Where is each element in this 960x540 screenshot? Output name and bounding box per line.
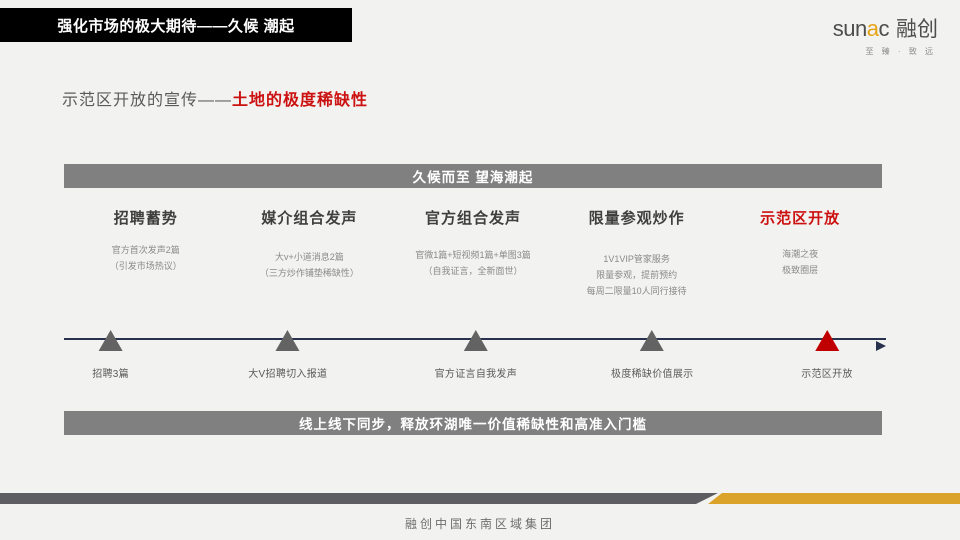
- phase-detail-line: 官方首次发声2篇: [111, 245, 180, 255]
- phase-column-2: 媒介组合发声 大v+小道消息2篇 （三方炒作铺垫稀缺性）: [228, 207, 392, 299]
- phase-column-3: 官方组合发声 官微1篇+短视频1篇+单图3篇 （自我证言，全新面世）: [391, 207, 555, 299]
- phase-heading: 限量参观炒作: [588, 210, 685, 227]
- slide-subtitle: 示范区开放的宣传——土地的极度稀缺性: [62, 86, 368, 110]
- footer-text: 融创中国东南区域集团: [404, 517, 555, 531]
- phase-heading: 招聘蓄势: [113, 210, 178, 227]
- phase-detail: 大v+小道消息2篇 （三方炒作铺垫稀缺性）: [232, 250, 388, 282]
- phase-detail-line: （引发市场热议）: [109, 260, 182, 271]
- phase-detail-line: （三方炒作铺垫稀缺性）: [259, 267, 359, 278]
- phase-detail-line: 每周二限量10人同行接待: [586, 285, 687, 296]
- phase-detail-line: 极致圈层: [782, 264, 819, 275]
- triangle-marker-icon: [463, 330, 488, 351]
- logo-text-sun: sunac: [832, 16, 890, 41]
- timeline-marker-4: 极度稀缺价值展示: [611, 330, 693, 380]
- timeline-marker-3: 官方证言自我发声: [435, 330, 517, 380]
- triangle-marker-icon: [640, 330, 665, 351]
- phase-column-4: 限量参观炒作 1V1VIP管家服务 限量参观，提前预约 每周二限量10人同行接待: [555, 207, 719, 299]
- phase-heading: 官方组合发声: [424, 210, 521, 227]
- brand-logo: sunac 融创 至 臻 · 致 远: [788, 18, 938, 57]
- footer-rule-orange: [708, 493, 960, 504]
- timeline-marker-2: 大V招聘切入报道: [248, 330, 327, 380]
- phase-heading: 示范区开放: [760, 210, 841, 227]
- timeline-marker-1: 招聘3篇: [92, 330, 129, 380]
- phase-detail-line: 海潮之夜: [782, 249, 819, 259]
- triangle-marker-icon-highlight: [814, 330, 839, 351]
- phase-column-5: 示范区开放 海潮之夜 极致圈层: [718, 207, 882, 299]
- footer-rule-gray: [0, 493, 718, 504]
- subtitle-highlight: 土地的极度稀缺性: [232, 92, 369, 109]
- phase-columns: 招聘蓄势 官方首次发声2篇 （引发市场热议） 媒介组合发声 大v+小道消息2篇 …: [64, 207, 882, 299]
- triangle-marker-icon: [98, 330, 123, 351]
- phase-detail-line: 官微1篇+短视频1篇+单图3篇: [415, 250, 531, 260]
- banner-top: 久候而至 望海潮起: [64, 164, 882, 188]
- footer-rule: [0, 493, 960, 504]
- subtitle-prefix: 示范区开放的宣传——: [62, 92, 233, 109]
- phase-detail: 1V1VIP管家服务 限量参观，提前预约 每周二限量10人同行接待: [559, 252, 715, 299]
- timeline-marker-label: 极度稀缺价值展示: [611, 369, 694, 380]
- logo-text-chinese: 融创: [896, 18, 938, 41]
- timeline: 招聘3篇 大V招聘切入报道 官方证言自我发声 极度稀缺价值展示 示范区开放: [64, 330, 896, 400]
- slide-title-bar: 强化市场的极大期待——久候 潮起: [0, 8, 352, 42]
- phase-detail-line: （自我证言，全新面世）: [423, 265, 523, 276]
- timeline-marker-label: 官方证言自我发声: [434, 369, 518, 380]
- logo-tagline: 至 臻 · 致 远: [865, 47, 936, 56]
- phase-detail-line: 大v+小道消息2篇: [275, 252, 344, 262]
- phase-detail-line: 1V1VIP管家服务: [603, 254, 670, 264]
- logo-letter-a: a: [866, 16, 879, 41]
- logo-wordmark: sunac 融创: [788, 16, 938, 41]
- timeline-marker-label: 招聘3篇: [92, 369, 129, 380]
- phase-detail: 官方首次发声2篇 （引发市场热议）: [68, 243, 224, 275]
- phase-detail: 官微1篇+短视频1篇+单图3篇 （自我证言，全新面世）: [395, 248, 551, 280]
- phase-detail: 海潮之夜 极致圈层: [722, 247, 878, 279]
- banner-bottom-label: 线上线下同步，释放环湖唯一价值稀缺性和高准入门槛: [299, 417, 647, 432]
- timeline-marker-label: 示范区开放: [801, 369, 853, 380]
- phase-column-1: 招聘蓄势 官方首次发声2篇 （引发市场热议）: [64, 207, 228, 299]
- page-title: 强化市场的极大期待——久候 潮起: [57, 17, 295, 35]
- timeline-marker-5: 示范区开放: [801, 330, 853, 380]
- timeline-marker-label: 大V招聘切入报道: [248, 369, 328, 380]
- banner-top-label: 久候而至 望海潮起: [412, 170, 534, 185]
- arrow-right-icon: [876, 341, 886, 351]
- phase-detail-line: 限量参观，提前预约: [596, 269, 678, 280]
- triangle-marker-icon: [275, 330, 300, 351]
- phase-heading: 媒介组合发声: [261, 210, 358, 227]
- banner-bottom: 线上线下同步，释放环湖唯一价值稀缺性和高准入门槛: [64, 411, 882, 435]
